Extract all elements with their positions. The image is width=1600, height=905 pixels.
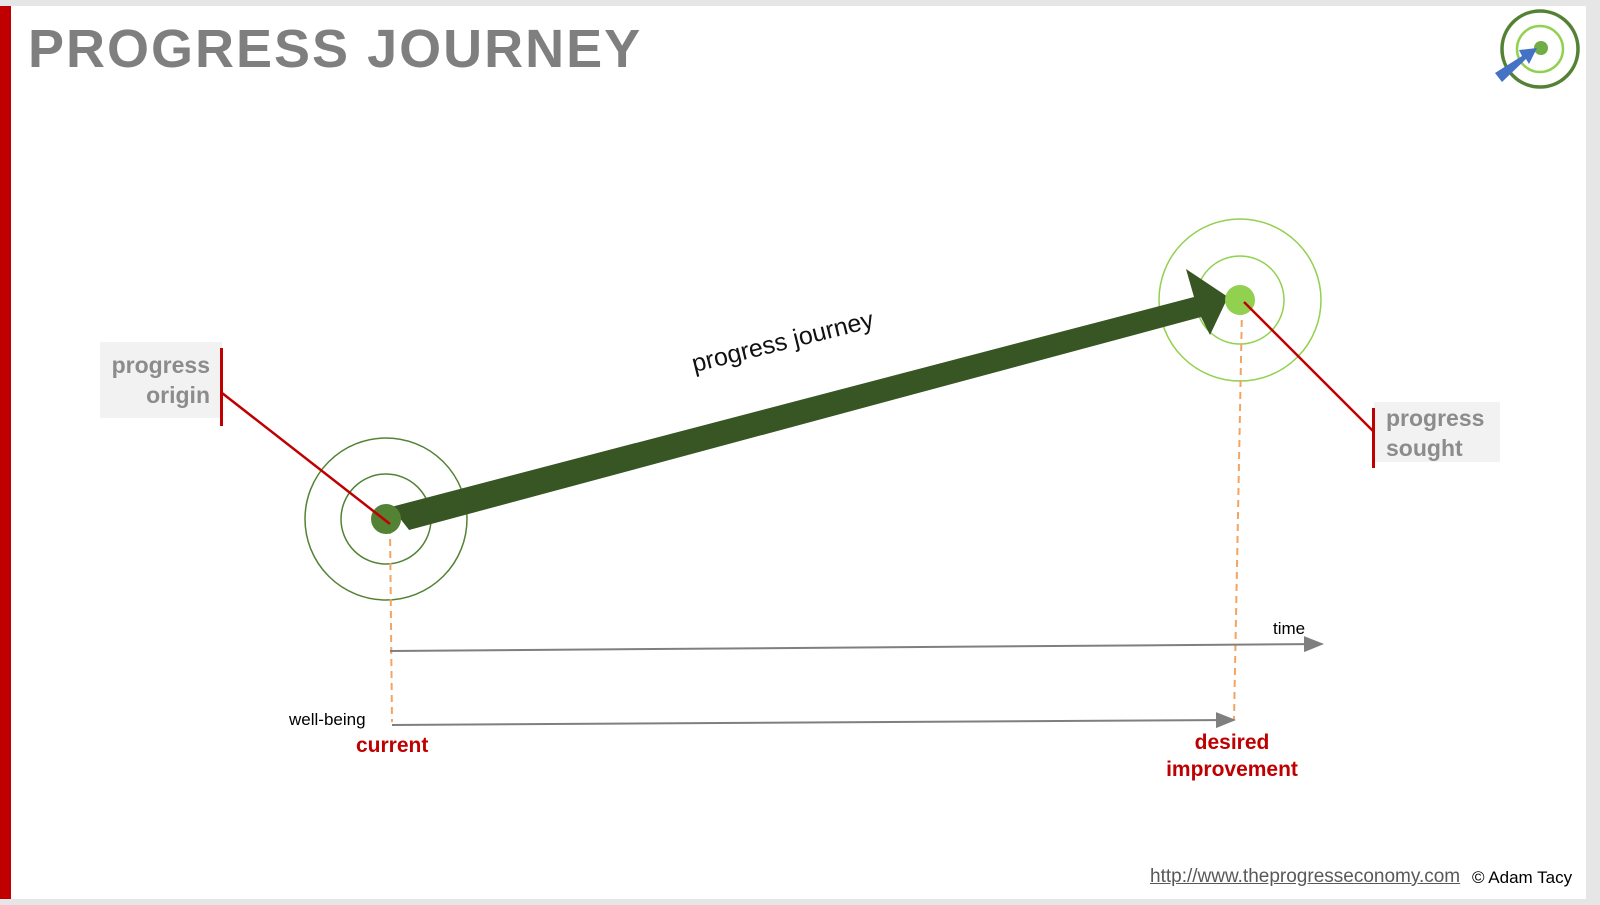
journey-arrow (391, 269, 1228, 531)
desired-guide-line (1233, 307, 1243, 721)
slide: PROGRESS JOURNEY (0, 6, 1586, 899)
sought-callout-line2: sought (1386, 435, 1463, 461)
origin-callout-bar (220, 348, 223, 426)
origin-dot (371, 504, 401, 534)
desired-dot (1225, 285, 1255, 315)
accent-bar (0, 6, 11, 899)
origin-leader-line (221, 392, 391, 525)
progress-sought-callout: progress sought (1374, 402, 1500, 462)
current-guide-line (389, 526, 393, 723)
desired-improvement-label: desired improvement (1162, 729, 1302, 783)
origin-callout-line1: progress (111, 352, 210, 378)
copyright-text: © Adam Tacy (1472, 868, 1573, 887)
sought-leader-line (1243, 301, 1375, 433)
desired-label-line1: desired (1194, 731, 1270, 754)
origin-callout-line2: origin (146, 382, 210, 408)
desired-label-line2: improvement (1166, 758, 1298, 781)
sought-callout-bar (1372, 408, 1375, 468)
footer-link[interactable]: http://www.theprogresseconomy.com (1150, 866, 1461, 887)
time-axis (389, 636, 1324, 653)
target-with-arrow-icon (1495, 9, 1580, 89)
page-title: PROGRESS JOURNEY (28, 19, 643, 79)
time-label: time (1273, 619, 1306, 638)
progress-origin-callout: progress origin (100, 342, 222, 418)
current-label: current (356, 734, 429, 757)
wellbeing-label: well-being (289, 710, 366, 729)
wellbeing-axis (391, 712, 1236, 729)
sought-callout-line1: progress (1386, 405, 1485, 431)
